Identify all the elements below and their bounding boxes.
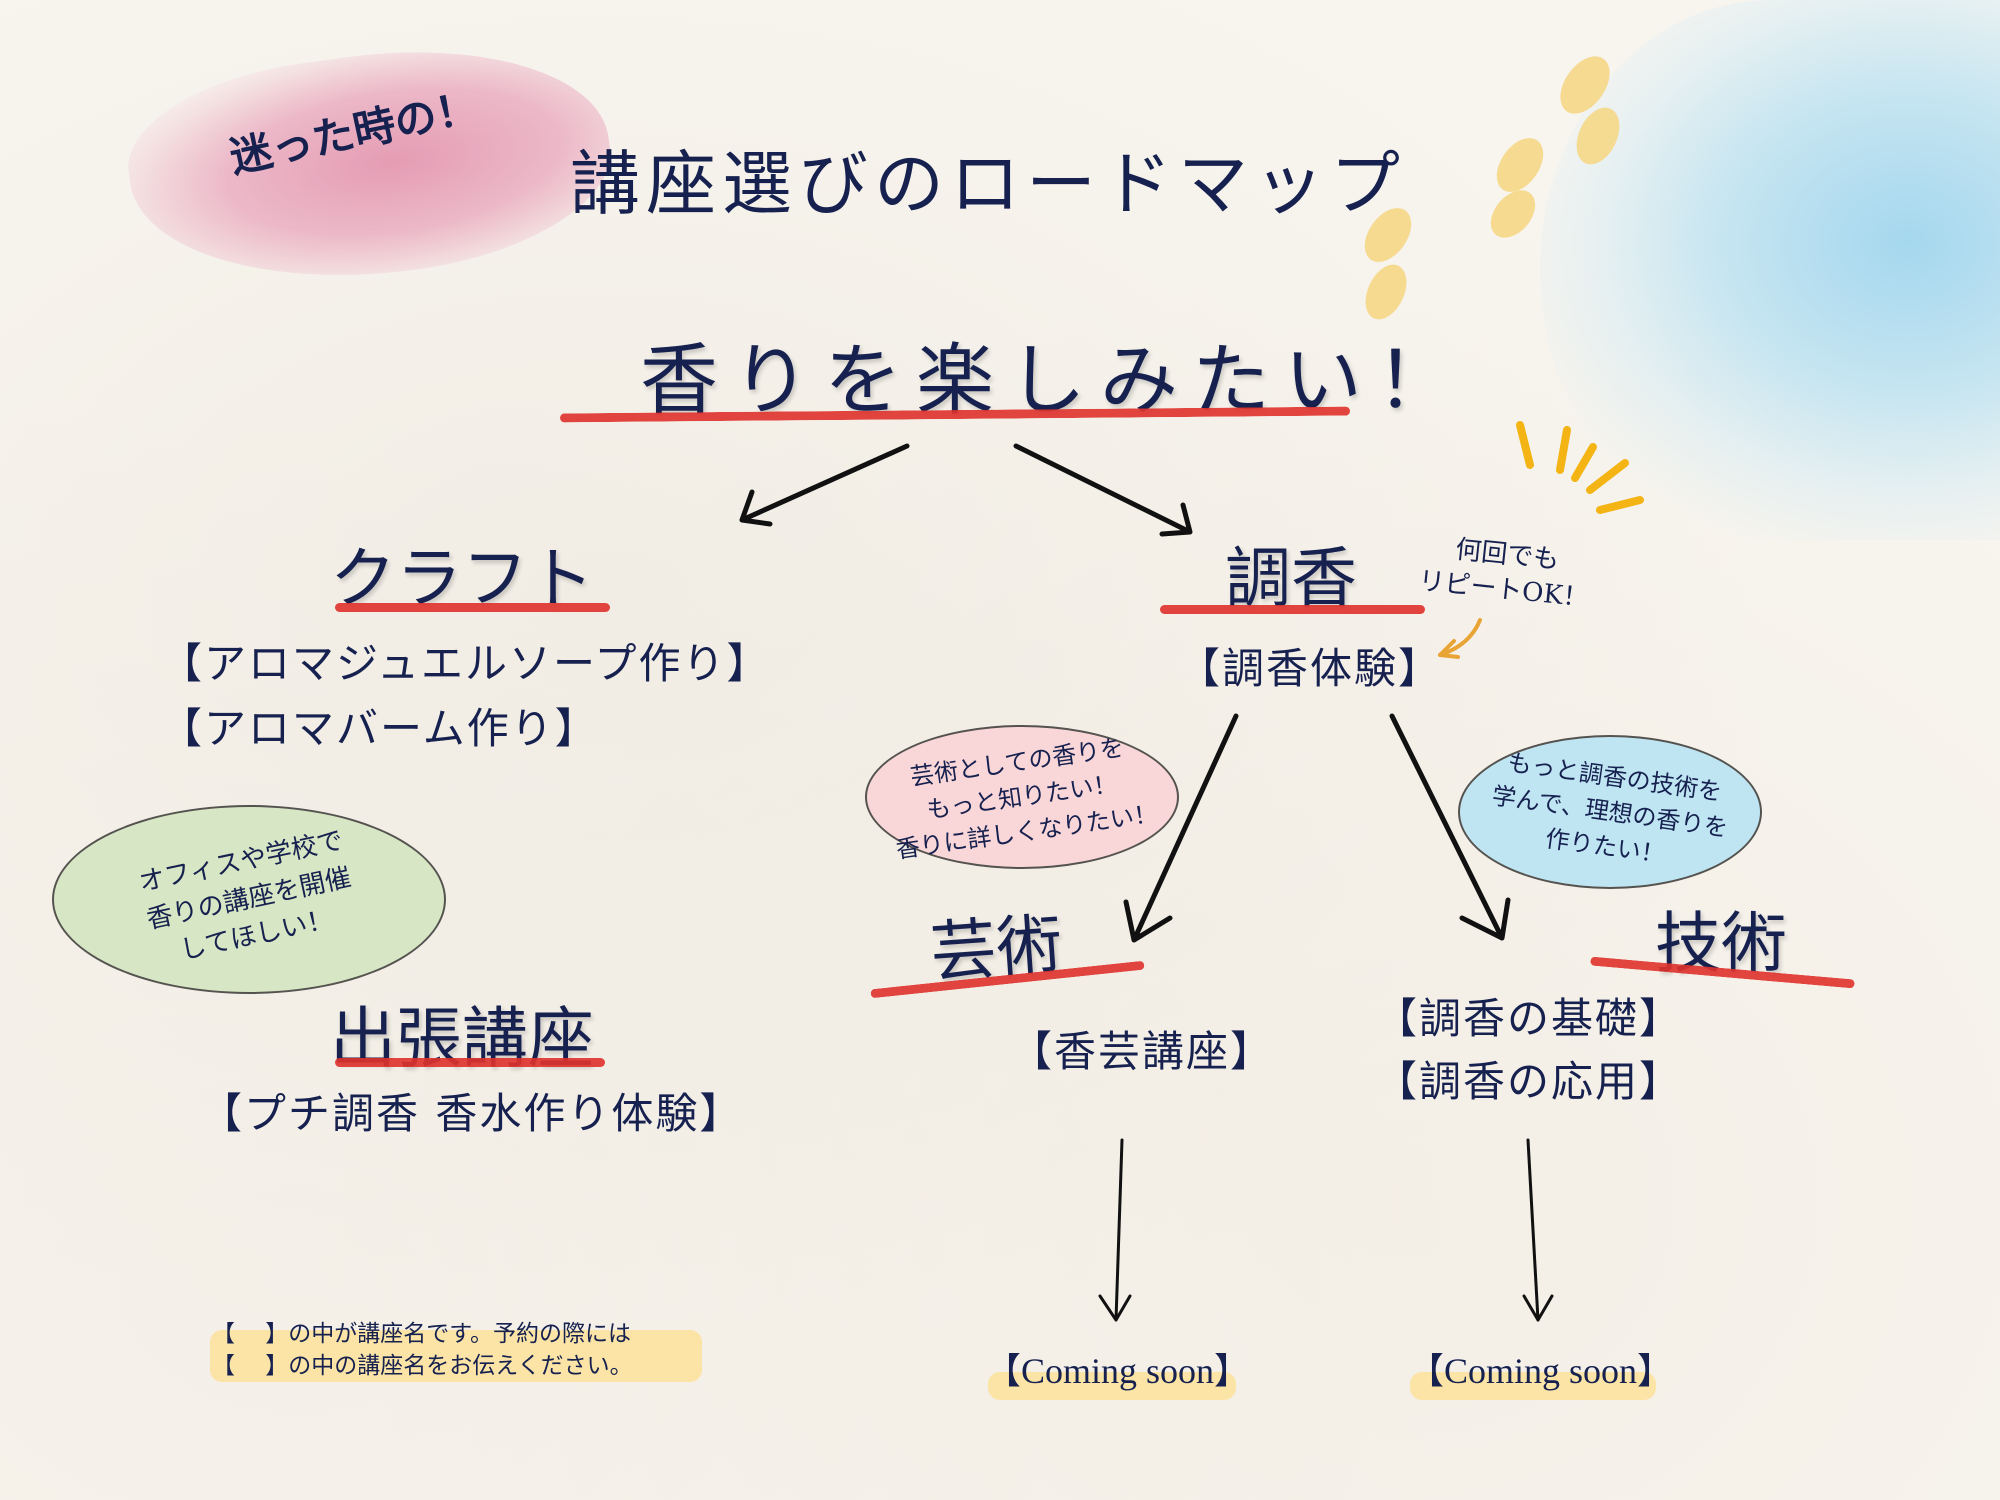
technique-coming-soon: 【Coming soon】: [1408, 1351, 1674, 1391]
course-perfumery-advanced: 【調香の応用】: [1375, 1057, 1684, 1106]
footnote-highlight: [210, 1330, 702, 1382]
outreach-underline: [335, 1058, 605, 1067]
course-perfumery-experience: 【調香体験】: [1178, 644, 1443, 693]
technique-bubble-text: もっと調香の技術を 学んで、理想の香りを 作りたい！: [1490, 748, 1730, 869]
perfumery-underline: [1160, 605, 1425, 614]
art-speech-bubble: 芸術としての香りを もっと知りたい！ 香りに詳しくなりたい！: [865, 725, 1179, 869]
course-aroma-jewel-soap: 【アロマジュエルソープ作り】: [160, 639, 771, 688]
category-perfumery: 調香: [1225, 540, 1357, 617]
outreach-bubble-text: オフィスや学校で 香りの講座を開催 してほしい！: [136, 825, 354, 967]
course-petit-perfume: 【プチ調香 香水作り体験】: [200, 1089, 744, 1138]
blue-watercolor-decoration: [1540, 0, 2000, 540]
art-coming-soon: 【Coming soon】: [985, 1351, 1251, 1391]
coming-soon-highlight: [1410, 1372, 1656, 1400]
footnote: 【 】の中が講座名です。予約の際には 【 】の中の講座名をお伝えください。: [212, 1321, 633, 1380]
category-technique: 技術: [1655, 905, 1787, 982]
course-kougei: 【香芸講座】: [1010, 1027, 1275, 1076]
outreach-speech-bubble: オフィスや学校で 香りの講座を開催 してほしい！: [52, 805, 446, 994]
course-perfumery-basics: 【調香の基礎】: [1375, 994, 1684, 1043]
coming-soon-highlight: [988, 1372, 1236, 1400]
art-bubble-text: 芸術としての香りを もっと知りたい！ 香りに詳しくなりたい！: [894, 733, 1160, 864]
page-title: 講座選びのロードマップ: [570, 143, 1406, 225]
headline: 香りを楽しみたい！: [640, 336, 1469, 426]
technique-speech-bubble: もっと調香の技術を 学んで、理想の香りを 作りたい！: [1458, 735, 1762, 889]
craft-underline: [335, 603, 610, 612]
course-aroma-balm: 【アロマバーム作り】: [160, 704, 599, 753]
